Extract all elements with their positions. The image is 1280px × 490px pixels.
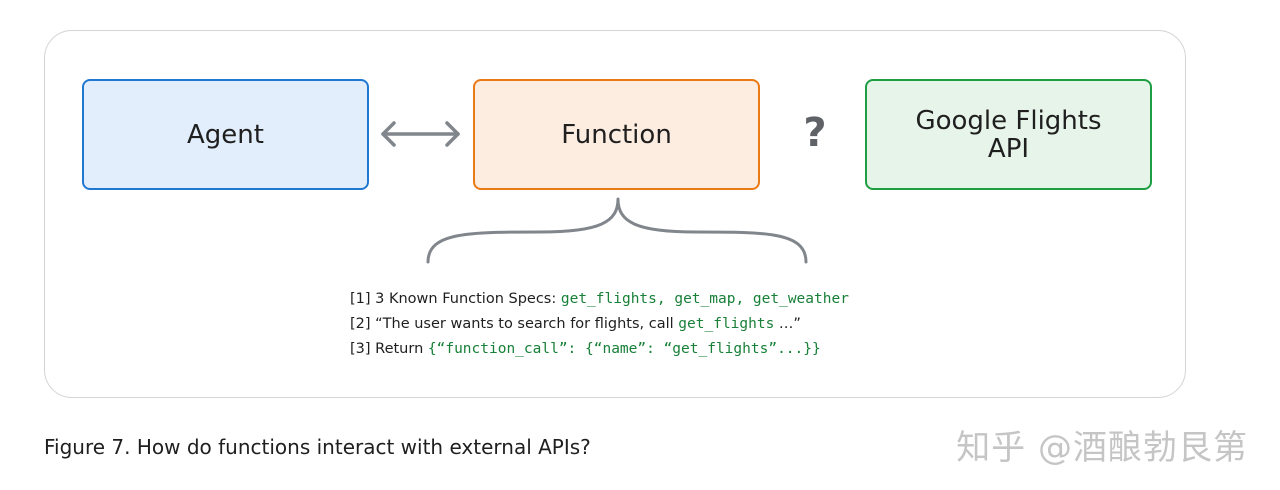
note-text: [2] “The user wants to search for flight… (350, 316, 679, 332)
note-suffix: …” (774, 316, 801, 332)
note-1: [1] 3 Known Function Specs: get_flights,… (350, 287, 849, 312)
api-label-line2: API (987, 133, 1030, 164)
note-code: {“function_call”: {“name”: “get_flights”… (427, 341, 821, 357)
function-label: Function (561, 119, 672, 150)
watermark: 知乎 @酒酿勃艮第 (956, 428, 1248, 468)
note-text: [3] Return (350, 341, 428, 357)
agent-label: Agent (187, 119, 264, 150)
agent-box: Agent (82, 79, 369, 190)
function-notes: [1] 3 Known Function Specs: get_flights,… (350, 287, 849, 362)
figure-caption: Figure 7. How do functions interact with… (44, 435, 591, 459)
note-code: get_flights (678, 316, 775, 332)
function-box: Function (473, 79, 760, 190)
note-3: [3] Return {“function_call”: {“name”: “g… (350, 337, 849, 362)
double-arrow-icon (381, 121, 460, 147)
note-text: [1] 3 Known Function Specs: (350, 291, 561, 307)
curly-brace (426, 197, 808, 264)
diagram-frame (44, 30, 1186, 398)
google-flights-api-box: Google Flights API (865, 79, 1152, 190)
note-2: [2] “The user wants to search for flight… (350, 312, 849, 337)
note-code: get_flights, get_map, get_weather (560, 291, 849, 307)
api-label-line1: Google Flights (915, 105, 1102, 136)
question-mark: ? (803, 110, 827, 156)
